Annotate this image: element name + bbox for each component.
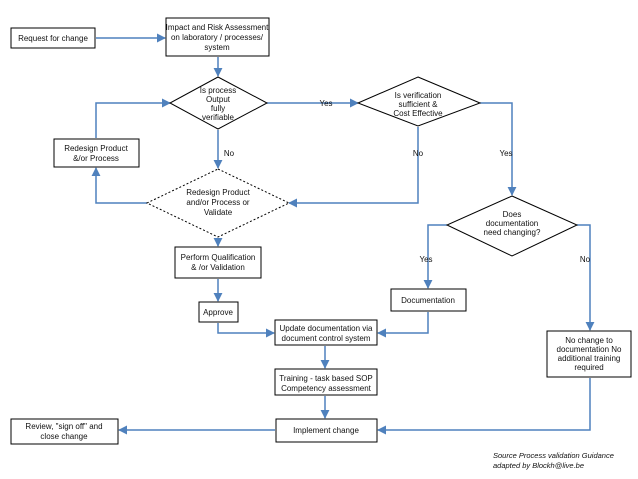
request-for-change-box bbox=[10, 27, 96, 49]
training-box bbox=[274, 368, 378, 396]
update-doc-label-1: Update documentation via bbox=[280, 324, 374, 333]
verification-sufficient-diamond bbox=[356, 76, 482, 127]
yes-label-doc: Yes bbox=[419, 255, 432, 264]
source-note-line-2: adapted by Blockh@live.be bbox=[493, 461, 584, 470]
verification-label-2: sufficient & bbox=[399, 100, 439, 109]
verification-label-3: Cost Effective bbox=[393, 109, 443, 118]
no-change-box bbox=[546, 330, 632, 378]
impact-assessment-box bbox=[165, 17, 270, 57]
source-note-line-1: Source Process validation Guidance bbox=[493, 451, 614, 460]
approve-label: Approve bbox=[203, 308, 233, 317]
review-label-2: close change bbox=[40, 432, 88, 441]
redesign-decision-label-2: and/or Process or bbox=[186, 198, 249, 207]
arrow-doc-yes-to-documentation bbox=[423, 224, 447, 289]
arrow-redesign-decision-to-redesign-product bbox=[91, 167, 147, 204]
process-label-4: verifiable bbox=[202, 113, 235, 122]
no-change-label-4: required bbox=[574, 363, 603, 372]
qualification-box bbox=[174, 246, 262, 279]
process-label-1: Is process bbox=[200, 86, 236, 95]
approve-box bbox=[198, 301, 239, 323]
arrow-approve-to-update bbox=[217, 323, 275, 338]
doc-need-change-diamond bbox=[445, 195, 579, 257]
arrow-no-change-to-implement bbox=[377, 378, 591, 435]
no-change-label-3: additional training bbox=[558, 354, 621, 363]
shapes bbox=[10, 17, 632, 445]
arrow-verification-yes-to-doc bbox=[480, 102, 517, 196]
impact-label-1: Impact and Risk Assessment bbox=[166, 23, 269, 32]
redesign-product-label-1: Redesign Product bbox=[64, 144, 128, 153]
no-label-verification: No bbox=[413, 149, 424, 158]
update-documentation-box bbox=[274, 319, 378, 346]
review-box bbox=[10, 418, 119, 445]
labels: Request for change Impact and Risk Asses… bbox=[18, 23, 622, 470]
redesign-decision-diamond bbox=[145, 168, 291, 238]
process-verifiable-diamond bbox=[168, 76, 269, 130]
doc-change-label-3: need changing? bbox=[484, 228, 541, 237]
no-change-label-1: No change to bbox=[565, 336, 613, 345]
redesign-product-label-2: &/or Process bbox=[73, 154, 119, 163]
connectors bbox=[91, 33, 595, 435]
arrow-documentation-to-update bbox=[377, 312, 429, 338]
arrow-doc-no-to-no-change bbox=[577, 224, 595, 331]
yes-label-verification: Yes bbox=[499, 149, 512, 158]
doc-change-label-2: documentation bbox=[486, 219, 538, 228]
documentation-box bbox=[390, 288, 467, 312]
qualification-label-1: Perform Qualification bbox=[181, 253, 256, 262]
process-label-2: Output bbox=[206, 95, 231, 104]
implement-change-box bbox=[275, 418, 378, 443]
arrow-redesign-product-to-process bbox=[95, 98, 171, 138]
arrow-verification-no-to-redesign bbox=[288, 127, 419, 208]
no-change-label-2: documentation No bbox=[557, 345, 622, 354]
no-label-doc: No bbox=[580, 255, 591, 264]
no-label-process: No bbox=[224, 149, 235, 158]
implement-label: Implement change bbox=[293, 426, 359, 435]
request-label: Request for change bbox=[18, 34, 88, 43]
impact-label-2: on laboratory / processes/ bbox=[171, 33, 264, 42]
yes-label-process: Yes bbox=[319, 99, 332, 108]
redesign-decision-label-1: Redesign Product bbox=[186, 188, 250, 197]
doc-change-label-1: Does bbox=[503, 210, 522, 219]
qualification-label-2: & /or Validation bbox=[191, 263, 245, 272]
documentation-label: Documentation bbox=[401, 296, 455, 305]
impact-label-3: system bbox=[204, 43, 230, 52]
redesign-decision-label-3: Validate bbox=[204, 208, 233, 217]
training-label-2: Competency assessment bbox=[281, 384, 372, 393]
verification-label-1: Is verification bbox=[395, 91, 442, 100]
update-doc-label-2: document control system bbox=[282, 334, 371, 343]
redesign-product-box bbox=[53, 138, 140, 168]
review-label-1: Review, "sign off" and bbox=[25, 422, 102, 431]
process-label-3: fully bbox=[211, 104, 225, 113]
training-label-1: Training - task based SOP bbox=[279, 374, 373, 383]
